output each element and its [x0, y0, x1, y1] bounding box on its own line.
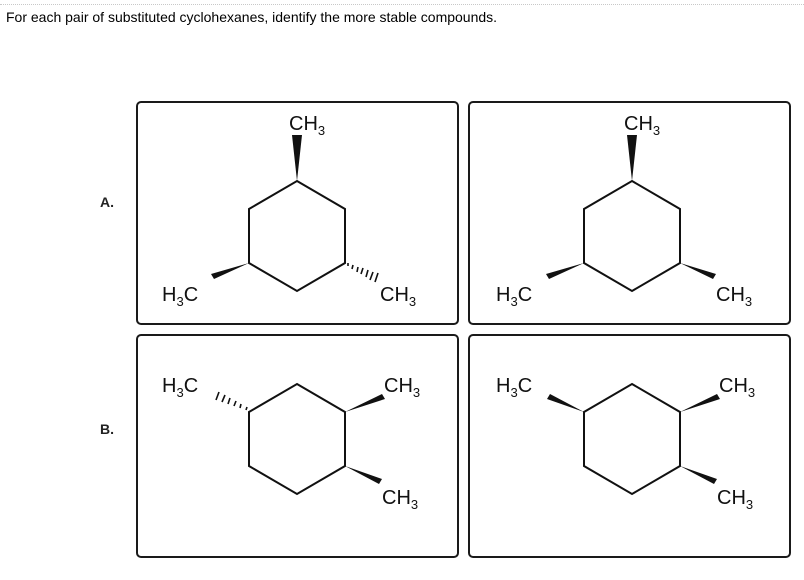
- upper-right-methyl-label: CH3: [719, 375, 755, 400]
- lower-right-methyl-label: CH3: [717, 487, 753, 512]
- option-b2-structure: H3C CH3 CH3: [496, 375, 755, 512]
- left-methyl-label: H3C: [496, 284, 532, 309]
- row-label-a: A.: [100, 194, 114, 210]
- right-methyl-label: CH3: [380, 284, 416, 309]
- option-b1-panel[interactable]: H3C CH3 CH3: [136, 334, 459, 558]
- lower-right-methyl-label: CH3: [382, 487, 418, 512]
- option-a1-structure: CH3 H3C CH3: [162, 113, 416, 309]
- left-methyl-label: H3C: [162, 375, 198, 400]
- top-divider: [0, 4, 804, 5]
- upper-right-methyl-label: CH3: [384, 375, 420, 400]
- option-a2-structure: CH3 H3C CH3: [496, 113, 752, 309]
- left-methyl-label: H3C: [162, 284, 198, 309]
- right-methyl-label: CH3: [716, 284, 752, 309]
- question-text: For each pair of substituted cyclohexane…: [6, 9, 498, 25]
- option-a1-panel[interactable]: CH3 H3C CH3: [136, 101, 459, 325]
- row-label-b: B.: [100, 421, 114, 437]
- option-b2-panel[interactable]: H3C CH3 CH3: [468, 334, 791, 558]
- top-methyl-label: CH3: [624, 113, 660, 138]
- top-methyl-label: CH3: [289, 113, 325, 138]
- option-b1-structure: H3C CH3 CH3: [162, 375, 420, 512]
- left-methyl-label: H3C: [496, 375, 532, 400]
- option-a2-panel[interactable]: CH3 H3C CH3: [468, 101, 791, 325]
